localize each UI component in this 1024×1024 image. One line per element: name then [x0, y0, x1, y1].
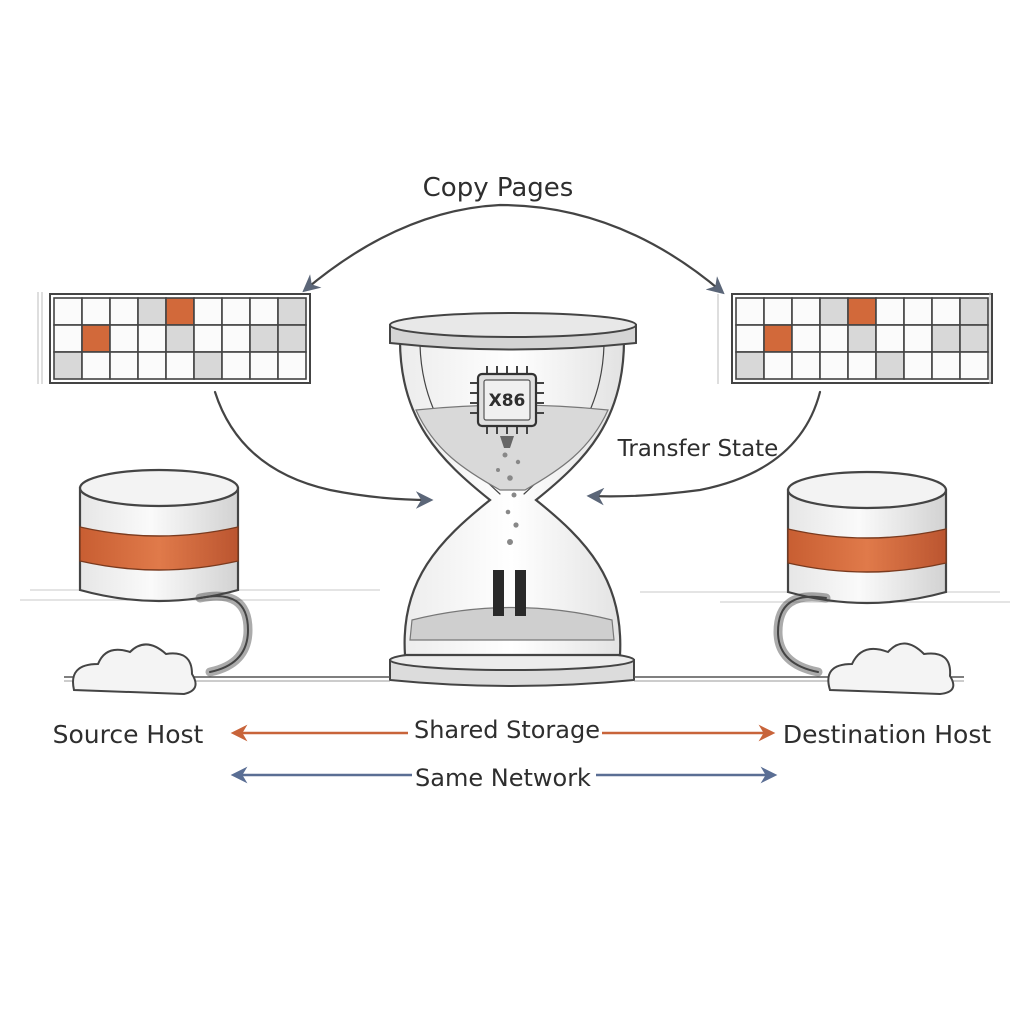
grid-shading	[37, 292, 991, 384]
memory-page	[875, 351, 905, 380]
memory-page	[249, 297, 279, 326]
destination-cloud-icon	[827, 642, 955, 696]
memory-page	[53, 351, 83, 380]
memory-page	[221, 297, 251, 326]
memory-page	[249, 351, 279, 380]
memory-page	[109, 351, 139, 380]
memory-page-dirty	[763, 324, 793, 353]
hourglass	[389, 312, 637, 687]
transfer-state-label: Transfer State	[617, 436, 779, 462]
destination-memory-grid	[731, 293, 993, 384]
memory-page	[277, 297, 307, 326]
memory-page	[791, 297, 821, 326]
memory-page-dirty	[81, 324, 111, 353]
memory-page	[903, 351, 933, 380]
destination-host-disk-icon	[786, 470, 948, 605]
memory-page	[931, 297, 961, 326]
transfer-state-arrow	[586, 390, 822, 506]
memory-page	[763, 351, 793, 380]
memory-page	[903, 297, 933, 326]
memory-page	[249, 324, 279, 353]
memory-page	[847, 324, 877, 353]
memory-page	[277, 324, 307, 353]
memory-page	[763, 297, 793, 326]
memory-page	[959, 351, 989, 380]
same-network-label: Same Network	[415, 764, 591, 792]
memory-page	[791, 324, 821, 353]
memory-grid-frame	[731, 293, 993, 384]
source-host-label: Source Host	[53, 720, 204, 749]
memory-page	[875, 297, 905, 326]
memory-page	[959, 297, 989, 326]
memory-page	[109, 324, 139, 353]
memory-page	[165, 324, 195, 353]
cpu-chip-icon	[470, 366, 544, 448]
memory-page	[193, 324, 223, 353]
memory-page	[221, 351, 251, 380]
memory-page	[193, 297, 223, 326]
memory-page	[819, 324, 849, 353]
memory-page-dirty	[165, 297, 195, 326]
memory-page	[165, 351, 195, 380]
copy-pages-arrow	[302, 203, 725, 295]
memory-page	[193, 351, 223, 380]
destination-host-label: Destination Host	[783, 720, 992, 749]
source-host-disk-icon	[78, 468, 240, 603]
memory-page	[53, 324, 83, 353]
source-cable	[195, 591, 253, 677]
memory-page	[931, 351, 961, 380]
shared-storage-label: Shared Storage	[414, 716, 600, 744]
memory-page	[53, 297, 83, 326]
memory-page	[847, 351, 877, 380]
memory-page	[81, 351, 111, 380]
memory-page	[819, 297, 849, 326]
destination-cable	[777, 595, 827, 673]
memory-page	[735, 351, 765, 380]
cpu-label: X86	[489, 391, 526, 411]
memory-page	[109, 297, 139, 326]
memory-page	[137, 297, 167, 326]
memory-page	[221, 324, 251, 353]
memory-page	[791, 351, 821, 380]
memory-page	[735, 324, 765, 353]
memory-page	[903, 324, 933, 353]
memory-page	[819, 351, 849, 380]
memory-page	[277, 351, 307, 380]
source-to-hourglass-arrow	[213, 390, 434, 509]
source-memory-grid	[49, 293, 311, 384]
memory-page	[137, 351, 167, 380]
memory-page	[931, 324, 961, 353]
source-cloud-icon	[72, 643, 197, 696]
memory-page	[81, 297, 111, 326]
copy-pages-label: Copy Pages	[423, 173, 574, 203]
memory-page-dirty	[847, 297, 877, 326]
pause-icon	[493, 570, 526, 616]
memory-grid-frame	[49, 293, 311, 384]
memory-page	[875, 324, 905, 353]
memory-page	[959, 324, 989, 353]
memory-page	[137, 324, 167, 353]
memory-page	[735, 297, 765, 326]
